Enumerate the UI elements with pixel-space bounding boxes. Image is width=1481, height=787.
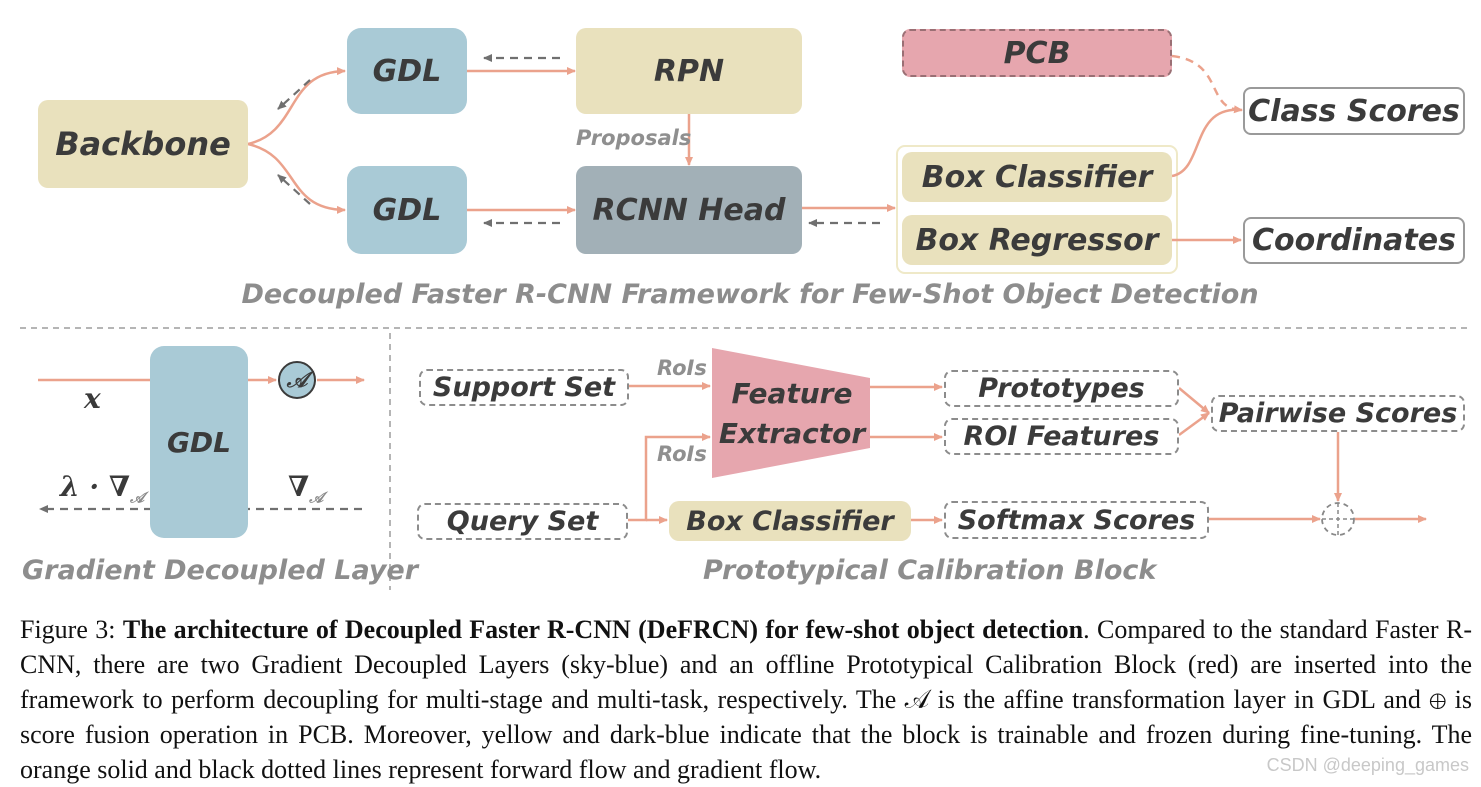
roi-features-node: ROI Features — [944, 418, 1179, 455]
softmax-scores-node: Softmax Scores — [944, 501, 1209, 539]
rois-bottom-label: RoIs — [657, 442, 707, 466]
forward-flow-pcb — [628, 382, 1427, 524]
caption-body: . Compared to the standard Faster R-CNN,… — [20, 615, 1472, 784]
coordinates-node: Coordinates — [1243, 217, 1465, 264]
pairwise-scores-node: Pairwise Scores — [1211, 395, 1465, 432]
backbone-node: Backbone — [38, 100, 248, 188]
pcb-node: PCB — [902, 29, 1172, 77]
class-scores-node: Class Scores — [1243, 87, 1465, 135]
x-variable-label: x — [84, 382, 101, 415]
gradient-flow-top — [277, 54, 880, 227]
caption-figure-number: Figure 3: — [20, 615, 116, 644]
rcnn-head-node: RCNN Head — [576, 166, 802, 254]
gdl-section-title: Gradient Decoupled Layer — [22, 555, 419, 586]
top-section-title: Decoupled Faster R-CNN Framework for Few… — [241, 279, 1259, 310]
head-group-outline — [896, 145, 1178, 274]
feature-extractor-label: Feature Extractor — [718, 377, 866, 450]
query-set-node: Query Set — [417, 503, 628, 540]
affine-layer-icon: 𝒜 — [278, 361, 316, 399]
forward-flow-top — [247, 54, 1243, 244]
support-set-node: Support Set — [419, 369, 629, 406]
prototypes-node: Prototypes — [944, 370, 1179, 407]
watermark: CSDN @deeping_games — [1266, 755, 1469, 775]
gdl-detail-node: GDL — [150, 346, 248, 538]
gdl-bottom-node: GDL — [347, 166, 467, 254]
box-classifier-node: Box Classifier — [902, 152, 1172, 202]
caption-title: The architecture of Decoupled Faster R-C… — [122, 615, 1084, 644]
lambda-gradient-label: λ · ∇𝒜 — [60, 470, 145, 507]
rois-top-label: RoIs — [657, 356, 707, 380]
gdl-top-node: GDL — [347, 28, 467, 114]
rpn-node: RPN — [576, 28, 802, 114]
box-classifier-pcb-node: Box Classifier — [669, 501, 911, 541]
feature-extractor-shape — [712, 348, 870, 478]
box-regressor-node: Box Regressor — [902, 215, 1172, 265]
gradient-label: ∇𝒜 — [288, 470, 324, 507]
pcb-section-title: Prototypical Calibration Block — [703, 555, 1157, 586]
proposals-label: Proposals — [576, 126, 692, 150]
figure-caption: Figure 3: The architecture of Decoupled … — [20, 612, 1472, 787]
